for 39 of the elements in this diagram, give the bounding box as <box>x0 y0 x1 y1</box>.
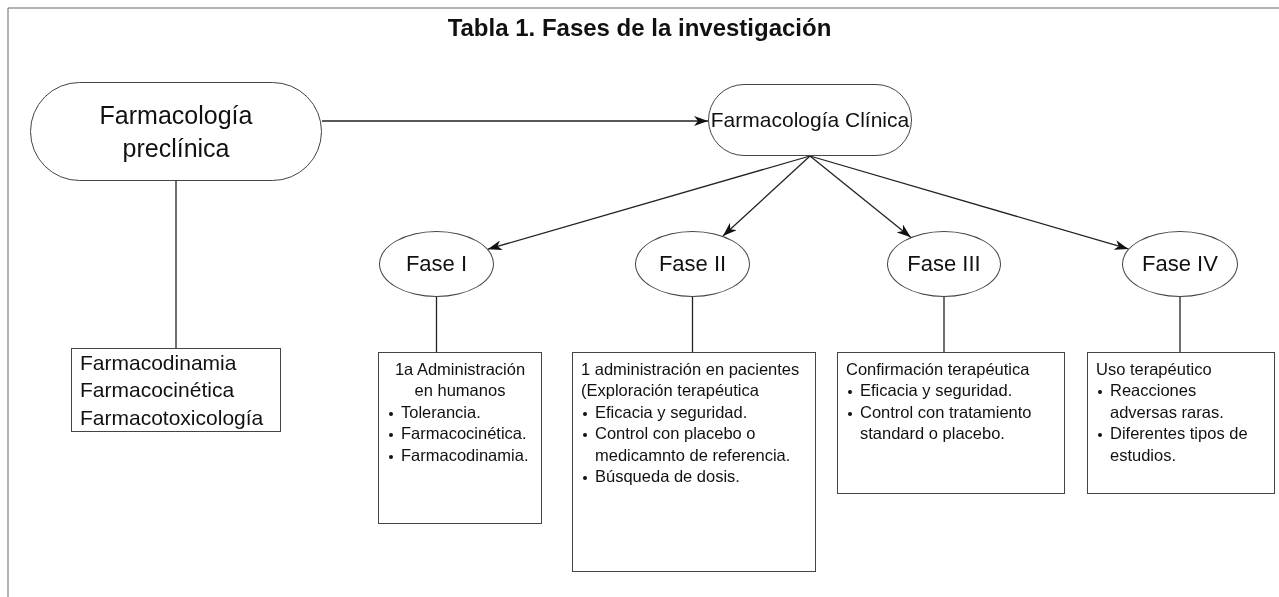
node-text: Farmacocinética <box>80 377 236 404</box>
node-text: Farmacotoxicología <box>80 404 265 431</box>
node-text: Farmacodinamia <box>80 350 238 377</box>
connector-line <box>943 296 945 353</box>
text-box <box>837 352 1065 494</box>
node-text: Fase I <box>405 251 468 277</box>
bullet-text: Farmacocinética. <box>401 424 527 443</box>
text-box <box>378 352 542 524</box>
node-text: Fase III <box>907 251 981 277</box>
bullet-text: Eficacia y seguridad. <box>860 381 1013 400</box>
connector-line <box>691 296 694 353</box>
arrow <box>809 155 912 238</box>
bullet-text: Tolerancia. <box>401 402 481 421</box>
arrow <box>722 155 811 237</box>
connector-line <box>175 180 177 349</box>
node-text: Farmacología Clínica <box>710 107 910 134</box>
bullet-text: Reacciones adversas raras. <box>1110 381 1224 421</box>
title: Tabla 1. Fases de la investigación <box>446 14 833 42</box>
bullet-text: Diferentes tipos de estudios. <box>1110 424 1248 464</box>
connector-line <box>1179 296 1181 353</box>
text-box <box>71 348 281 432</box>
node-text: Fase IV <box>1142 251 1218 277</box>
node-text: 1 administración en pacientes (Exploración terapéutica <box>581 359 801 402</box>
text-box <box>1087 352 1275 494</box>
text-box <box>572 352 816 572</box>
bullet-text: Control con placebo o medicamnto de referencia. <box>595 424 791 464</box>
arrow <box>487 155 811 251</box>
node-text: Uso terapéutico <box>1096 359 1213 380</box>
node-text: Fase II <box>658 251 727 277</box>
arrow <box>321 116 709 126</box>
bullet-text: Eficacia y seguridad. <box>595 402 748 421</box>
arrow <box>809 155 1130 250</box>
node-text: Farmacología preclínica <box>99 100 253 164</box>
connector-line <box>435 296 438 353</box>
bullet-text: Búsqueda de dosis. <box>595 467 740 486</box>
bullet-text: Control con tratamiento standard o placebo. <box>860 402 1032 443</box>
node-text: Confirmación terapéutica <box>846 359 1031 380</box>
bullet-text: Farmacodinamia. <box>401 445 529 464</box>
node-text: 1a Administración en humanos <box>393 359 527 402</box>
